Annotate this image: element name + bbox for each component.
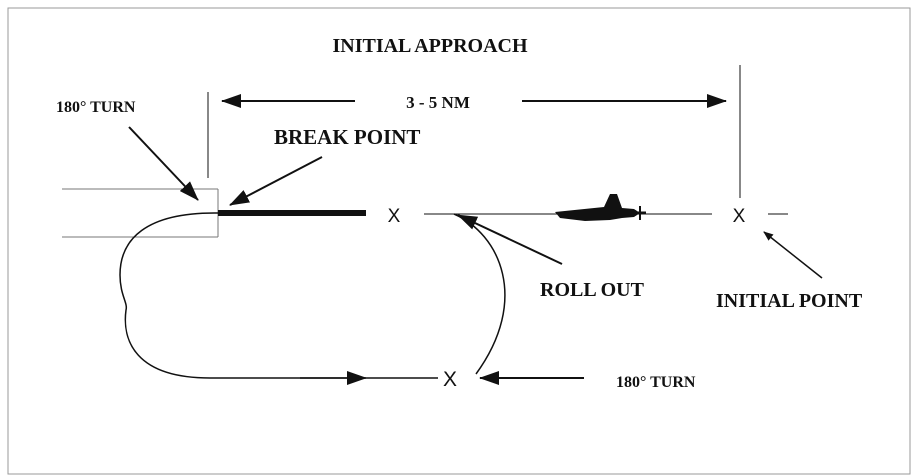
roll-out-label: ROLL OUT	[540, 279, 645, 301]
break-point-label: BREAK POINT	[274, 125, 420, 149]
bottom-x-marker: X	[443, 368, 457, 391]
initial-x-marker: X	[733, 206, 746, 227]
turn-bottom-label: 180° TURN	[616, 374, 696, 391]
pattern-track-right	[453, 213, 506, 375]
break-x-marker: X	[388, 206, 401, 227]
initial-point-label: INITIAL POINT	[716, 290, 863, 312]
distance-label: 3 - 5 NM	[406, 93, 470, 112]
roll-out-pointer-arrow	[457, 214, 563, 265]
break-point-pointer-arrow	[229, 156, 323, 206]
figure-frame	[7, 7, 911, 475]
turn-top-pointer-arrow	[128, 126, 199, 201]
turn-top-label: 180° TURN	[56, 99, 136, 116]
diagram-title: INITIAL APPROACH	[332, 35, 527, 57]
initial-point-pointer-arrow	[763, 231, 823, 279]
delta-wing-jet-icon	[555, 194, 646, 221]
pattern-track-left	[119, 212, 438, 379]
